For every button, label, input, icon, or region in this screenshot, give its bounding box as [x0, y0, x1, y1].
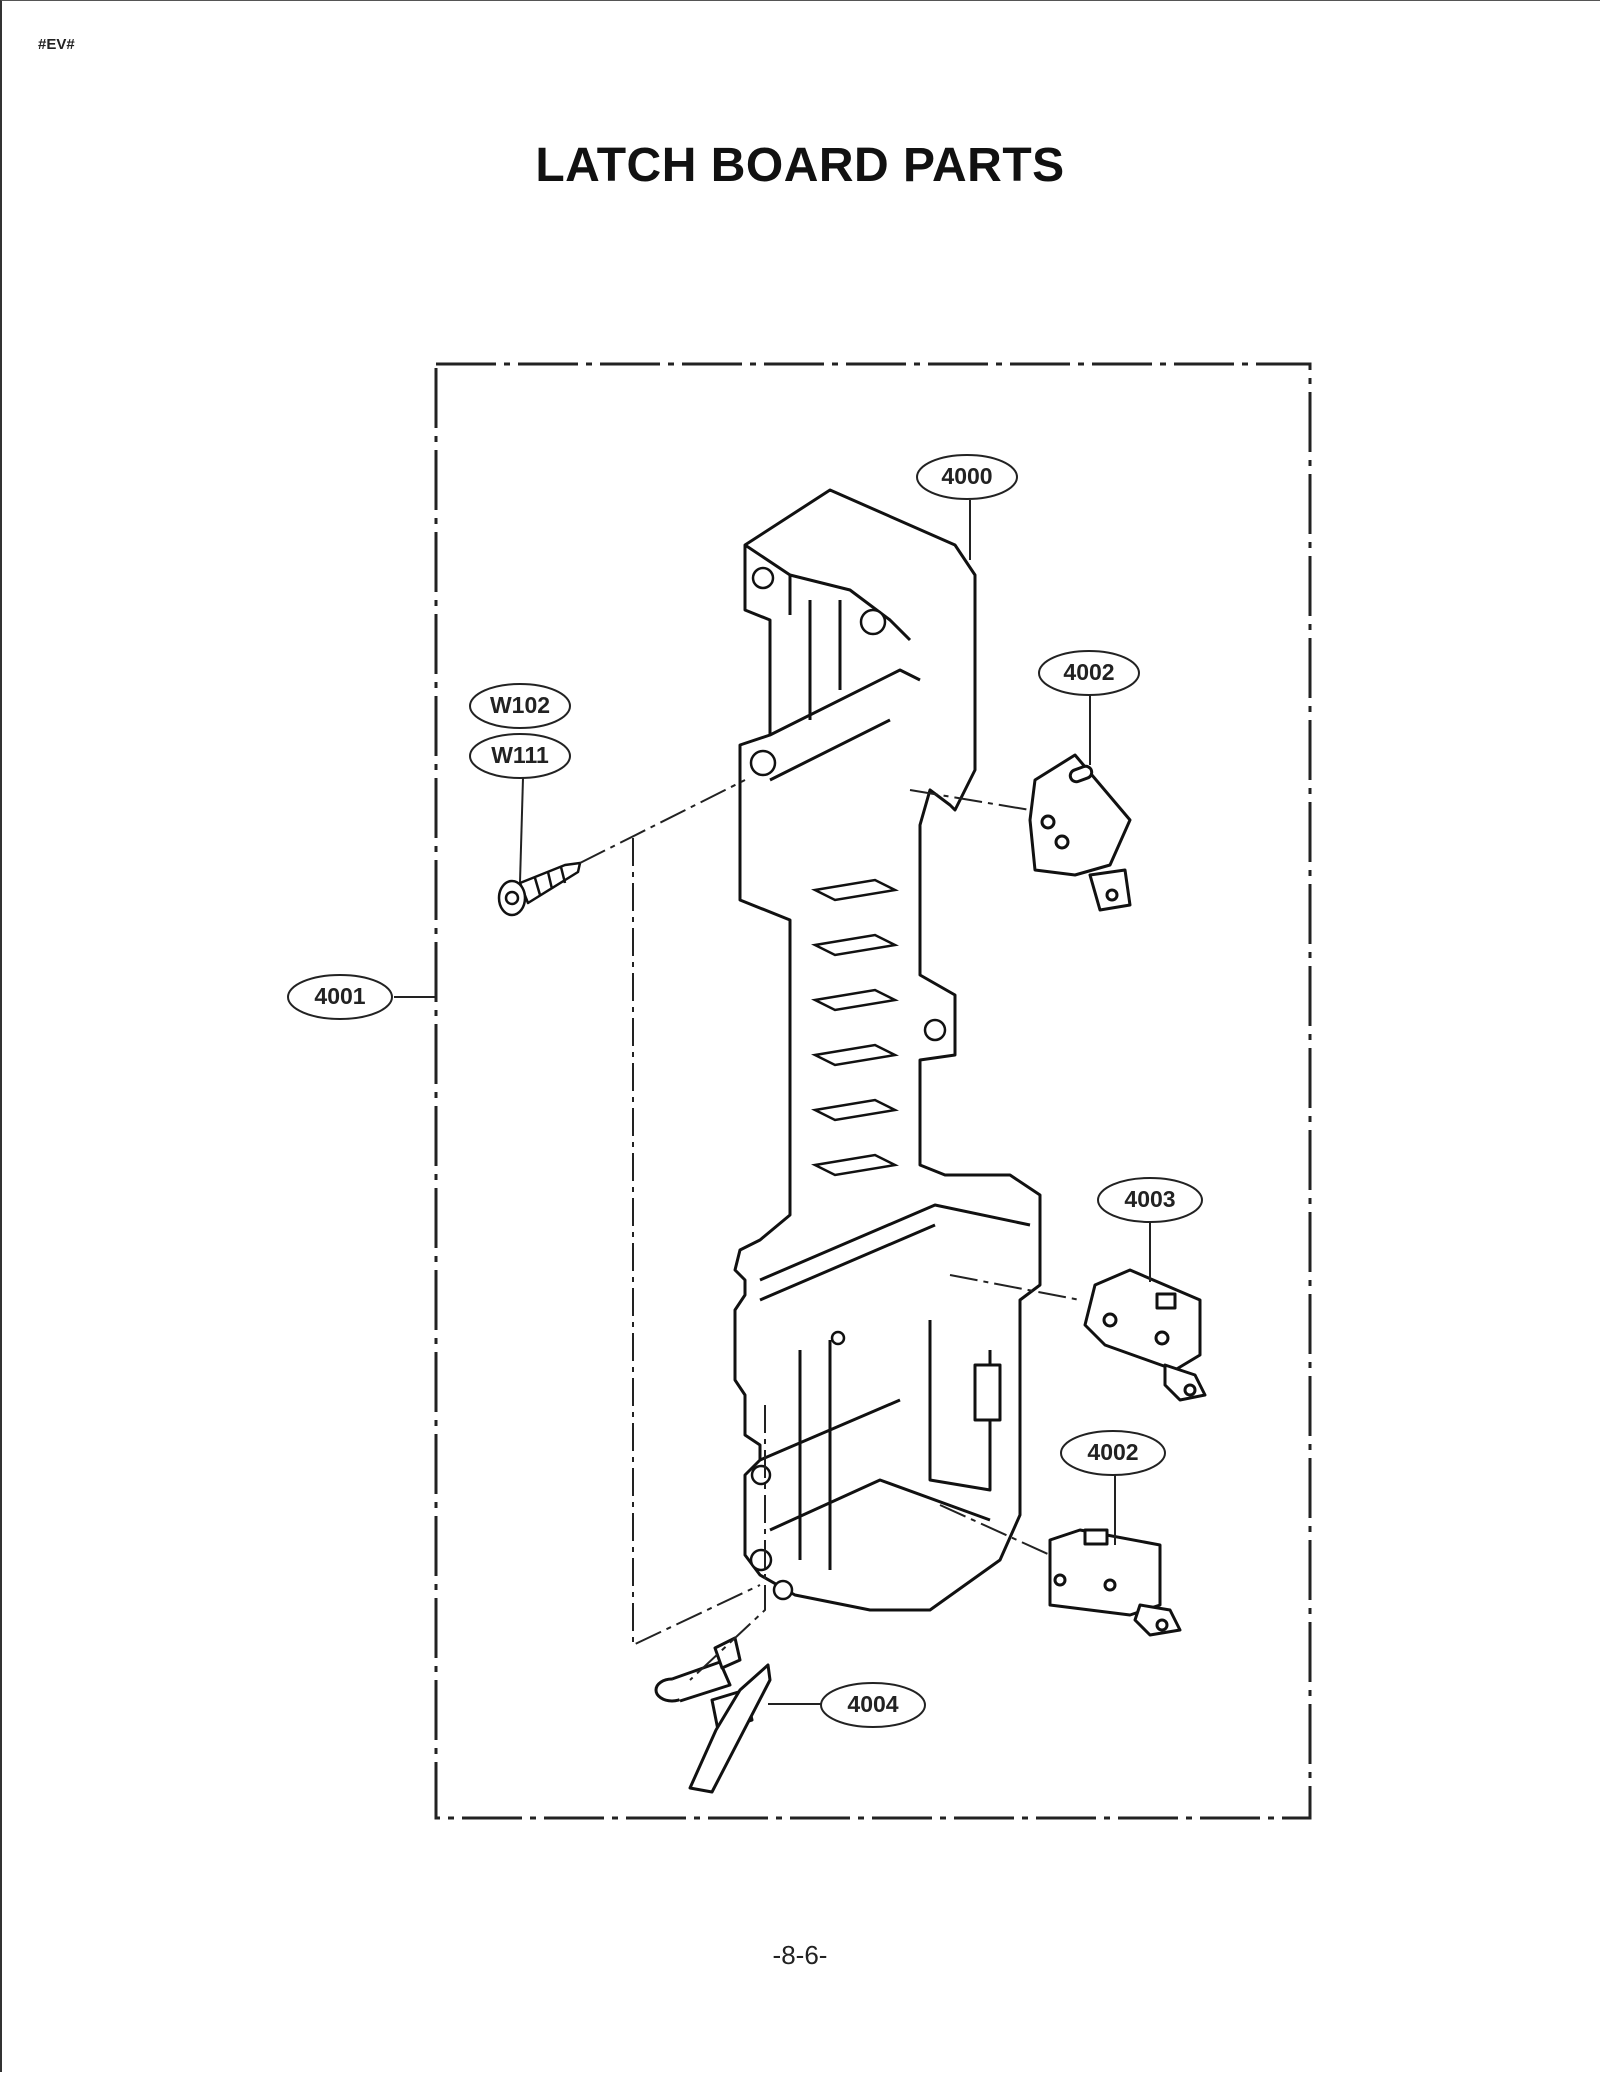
assembly-lines: [579, 779, 1081, 1681]
latch-board-slots: [811, 878, 899, 1177]
callout-w111-label: W111: [491, 742, 549, 768]
callout-4000: 4000: [916, 454, 1018, 500]
screw-w102-w111: [497, 861, 582, 917]
callout-w102: W102: [469, 683, 571, 729]
latch-board-holes: [749, 566, 947, 1601]
callout-4000-label: 4000: [941, 463, 992, 489]
assembly-boundary-box: [434, 362, 1312, 1820]
callout-4004: 4004: [820, 1682, 926, 1728]
callout-4003-label: 4003: [1124, 1186, 1175, 1212]
callout-4004-label: 4004: [847, 1691, 898, 1717]
micro-switch-4002-top: [1028, 753, 1132, 912]
callout-4002-top-label: 4002: [1063, 659, 1114, 685]
callout-4002-top: 4002: [1038, 650, 1140, 696]
leader-lines: [394, 500, 1151, 1705]
document-code: #EV#: [38, 36, 75, 53]
latch-lever-4004: [654, 1636, 772, 1794]
callout-4002-bottom-label: 4002: [1087, 1439, 1138, 1465]
micro-switch-4002-bottom: [1048, 1528, 1182, 1637]
callout-w102-label: W102: [490, 692, 550, 718]
callout-4002-bottom: 4002: [1060, 1430, 1166, 1476]
callout-4001-label: 4001: [314, 983, 365, 1009]
micro-switch-4003: [1083, 1268, 1207, 1402]
page-title: LATCH BOARD PARTS: [535, 139, 1065, 192]
callout-4001: 4001: [287, 974, 393, 1020]
page-number: -8-6-: [772, 1940, 828, 1970]
callout-4003: 4003: [1097, 1177, 1203, 1223]
callout-w111: W111: [469, 733, 571, 779]
